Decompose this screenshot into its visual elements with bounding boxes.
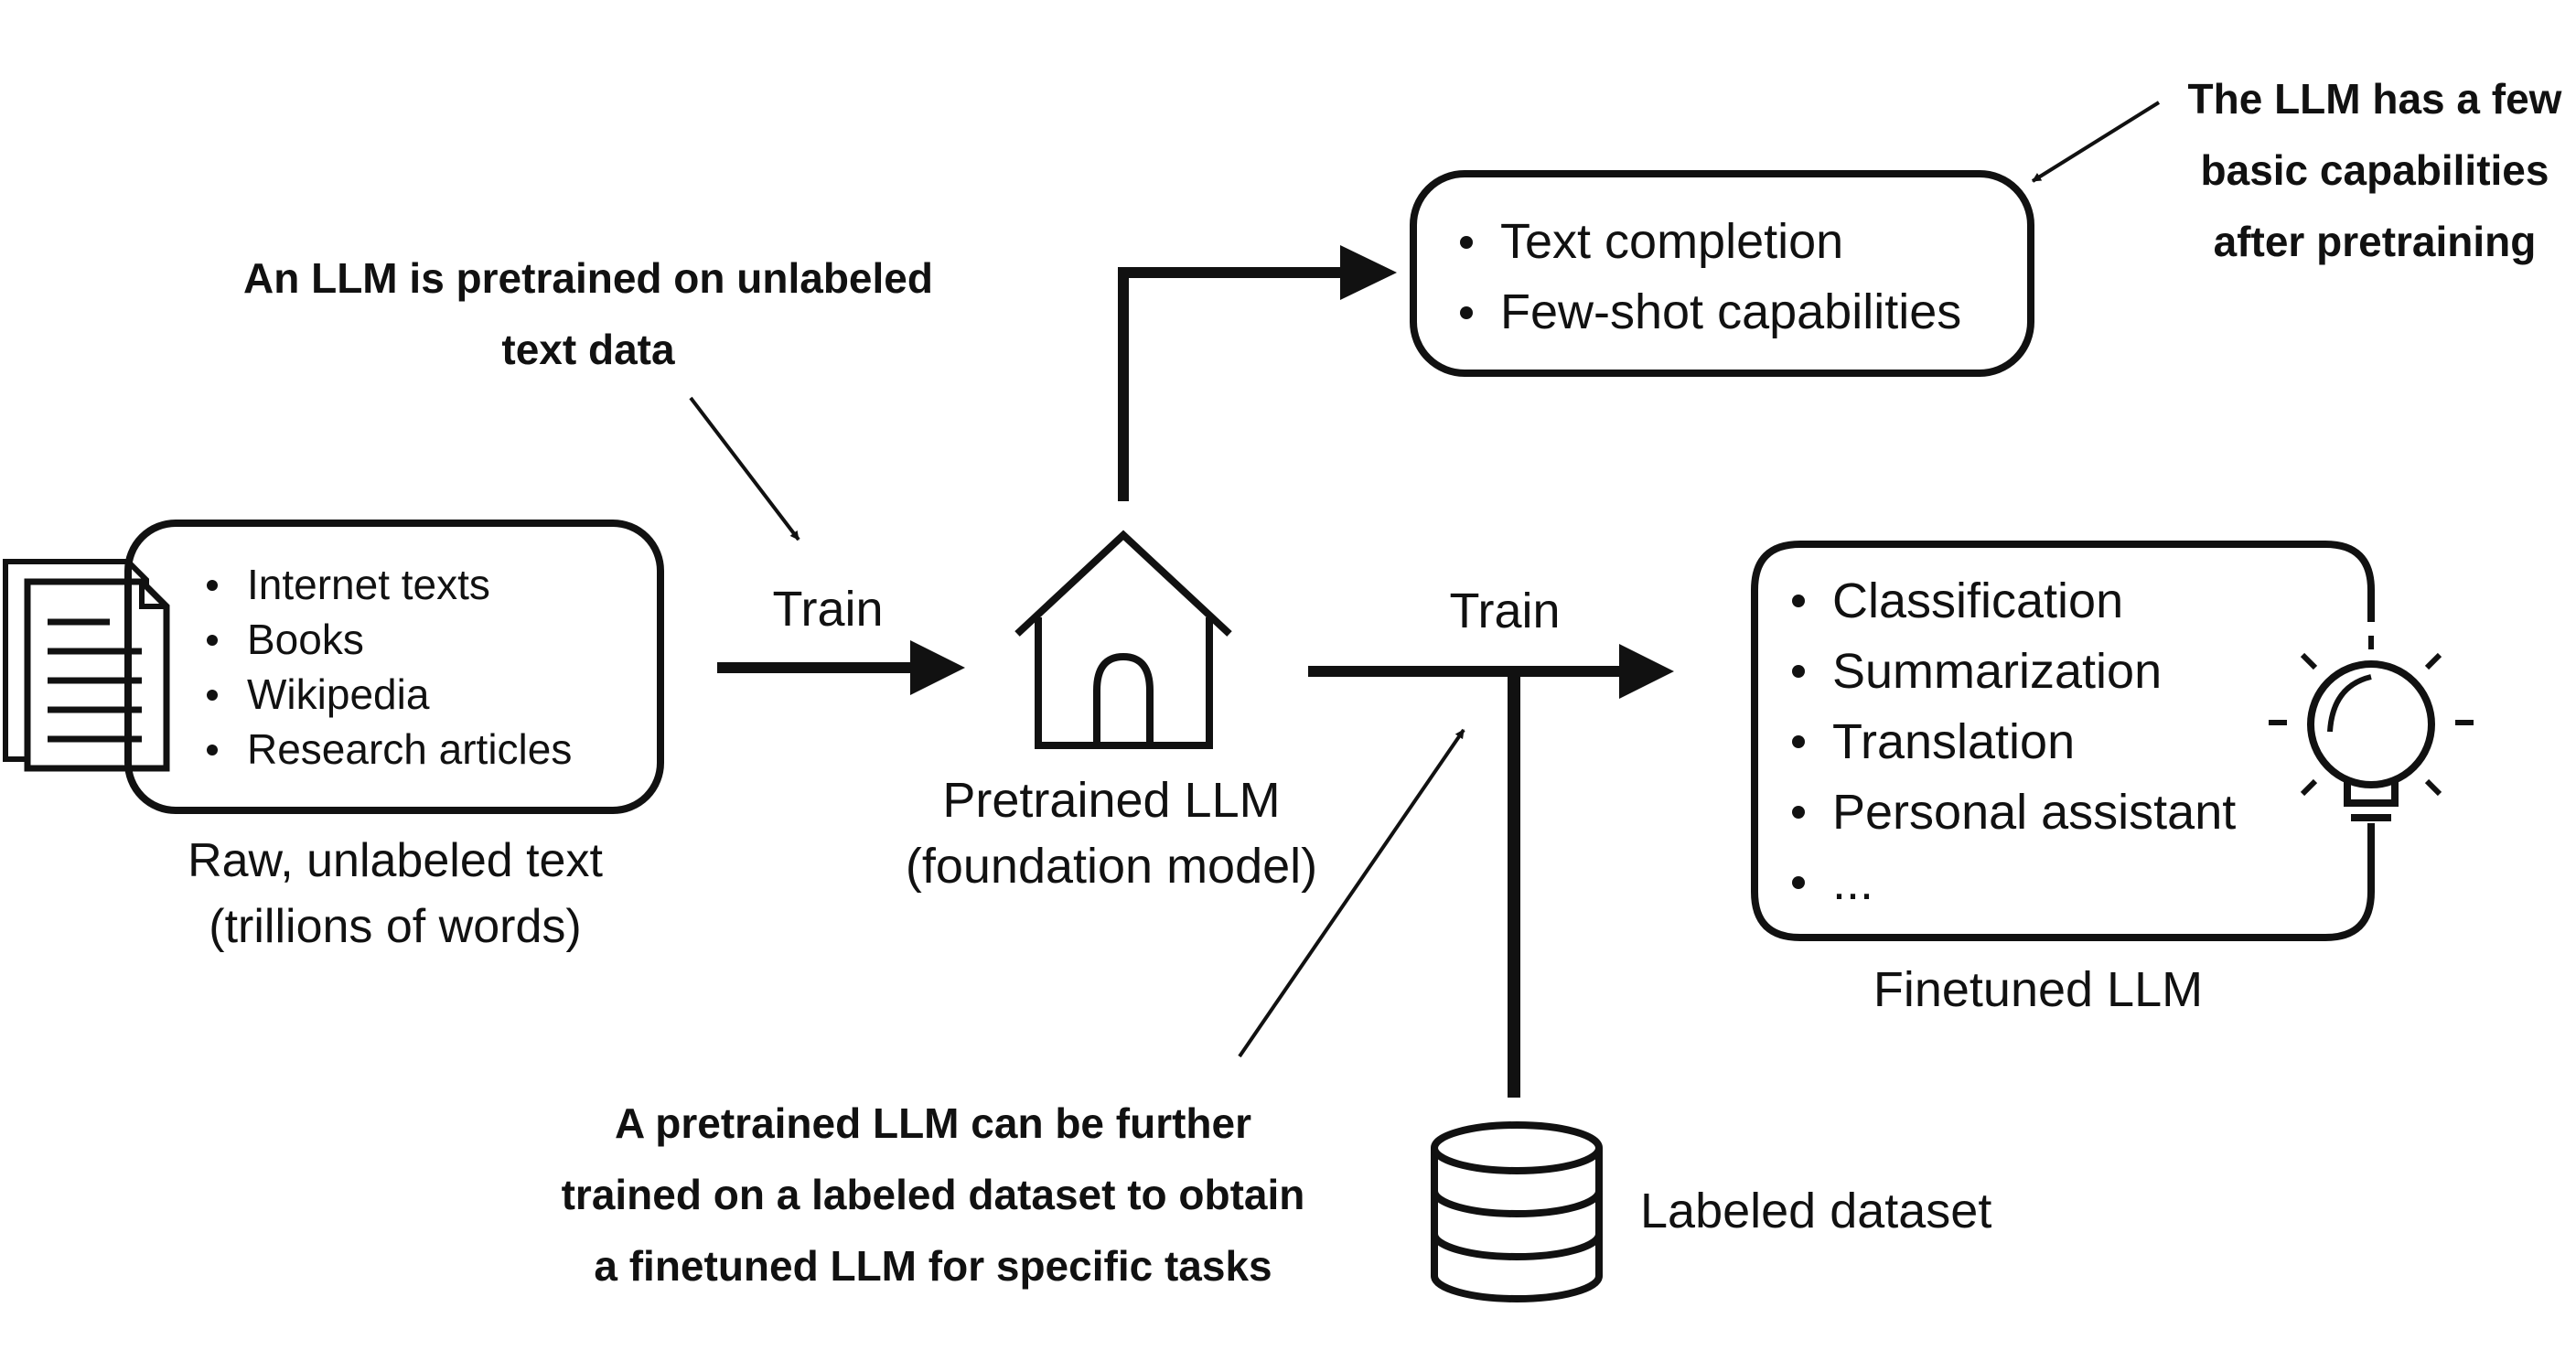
raw-text-item: Internet texts <box>247 561 490 608</box>
raw-text-item: Wikipedia <box>247 670 430 718</box>
raw-text-caption: (trillions of words) <box>209 900 581 953</box>
note-line: A pretrained LLM can be further <box>615 1099 1251 1147</box>
bullet <box>207 690 218 701</box>
finetune-arrow <box>1308 644 1674 1098</box>
note-pointer-arrow <box>1238 728 1465 1058</box>
train-label: Train <box>1449 584 1560 638</box>
bullet <box>1460 236 1473 249</box>
bullet <box>207 745 218 756</box>
finetuned-item: ... <box>1832 855 1873 910</box>
note-pointer-arrow <box>2031 101 2161 183</box>
note-line: basic capabilities <box>2201 146 2549 194</box>
train-arrow <box>717 640 965 695</box>
capabilities-list: Text completion Few-shot capabilities <box>1460 214 1961 339</box>
bullet <box>1792 595 1805 607</box>
bullet <box>207 580 218 591</box>
capabilities-box <box>1410 170 2034 377</box>
raw-text-list: Internet texts Books Wikipedia Research … <box>207 561 572 773</box>
finetuned-item: Classification <box>1832 573 2123 628</box>
finetuned-box <box>1751 541 2375 941</box>
finetuned-caption: Finetuned LLM <box>1873 962 2203 1017</box>
bullet <box>1792 806 1805 819</box>
note-line: text data <box>501 326 675 373</box>
bullet <box>1792 665 1805 678</box>
finetuned-item: Summarization <box>1832 644 2162 699</box>
note-line: trained on a labeled dataset to obtain <box>562 1171 1305 1218</box>
bullet <box>1792 735 1805 748</box>
raw-text-item: Research articles <box>247 725 572 773</box>
database-icon <box>1431 1121 1603 1302</box>
train-label: Train <box>772 582 883 637</box>
note-line: a finetuned LLM for specific tasks <box>594 1242 1272 1290</box>
capability-item: Few-shot capabilities <box>1500 284 1961 339</box>
note-pointer-arrow <box>689 396 800 541</box>
lightbulb-icon <box>2269 636 2474 821</box>
raw-text-box <box>124 520 664 814</box>
capabilities-note: The LLM has a few basic capabilities aft… <box>2188 75 2562 265</box>
raw-text-item: Books <box>247 616 364 663</box>
bullet <box>1792 876 1805 889</box>
pretrained-caption: (foundation model) <box>906 839 1317 894</box>
pretrained-caption: Pretrained LLM <box>942 773 1280 828</box>
finetuned-list: Classification Summarization Translation… <box>1792 573 2236 910</box>
capabilities-arrow <box>1118 245 1397 501</box>
raw-text-caption: Raw, unlabeled text <box>188 834 603 887</box>
finetuned-item: Personal assistant <box>1832 785 2236 840</box>
finetune-note: A pretrained LLM can be further trained … <box>562 1099 1305 1290</box>
note-line: after pretraining <box>2214 218 2537 265</box>
note-line: The LLM has a few <box>2188 75 2562 123</box>
bullet <box>1460 306 1473 319</box>
house-icon <box>1014 530 1232 749</box>
capability-item: Text completion <box>1500 214 1843 269</box>
dataset-caption: Labeled dataset <box>1640 1184 1991 1238</box>
note-line: An LLM is pretrained on unlabeled <box>243 254 933 302</box>
bullet <box>207 635 218 646</box>
document-icon <box>3 559 170 772</box>
pretrain-note: An LLM is pretrained on unlabeled text d… <box>243 254 933 373</box>
finetuned-item: Translation <box>1832 714 2075 769</box>
